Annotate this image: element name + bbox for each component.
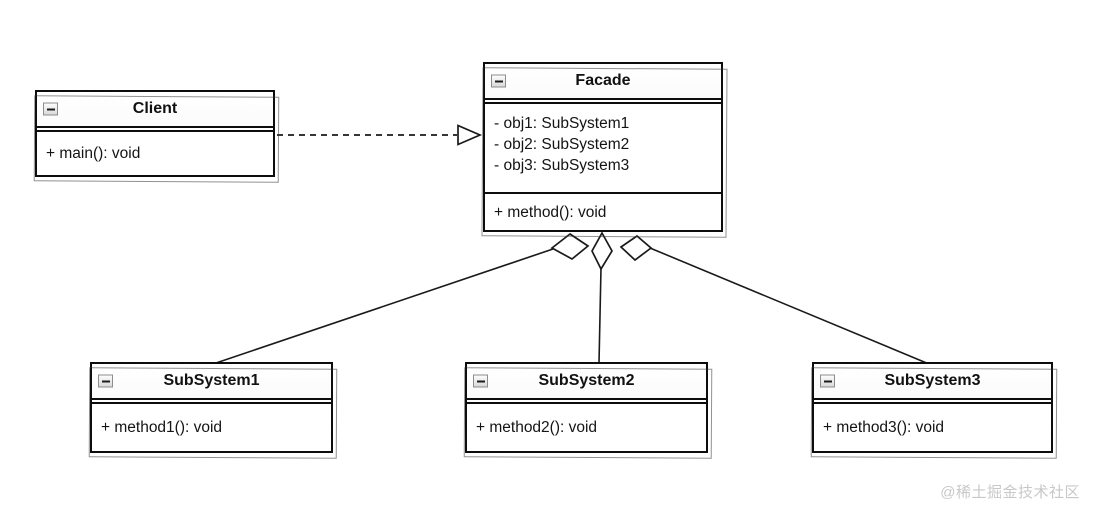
attribute-row: - obj1: SubSystem1 [494,115,630,132]
class-subsystem2-title-bar: SubSystem2 [467,364,706,400]
class-title: Client [132,100,178,117]
method-row: + method2(): void [476,419,598,436]
aggregation-link-facade-subsystem3 [619,234,930,365]
hollow-diamond-icon [591,231,613,271]
method-row: + method3(): void [823,419,945,436]
collapse-minus-icon[interactable] [43,102,58,116]
class-facade[interactable]: Facade - obj1: SubSystem1 - obj2: SubSys… [483,62,723,232]
method-row: + method1(): void [101,419,223,436]
class-client[interactable]: Client + main(): void [35,90,275,177]
aggregation-link-facade-subsystem2 [591,231,613,364]
method-row: + main(): void [46,145,141,162]
class-title: SubSystem3 [884,372,981,389]
aggregation-line [215,248,554,364]
class-subsystem2[interactable]: SubSystem2 + method2(): void [465,362,708,453]
attribute-row: - obj2: SubSystem2 [494,136,630,153]
class-subsystem3[interactable]: SubSystem3 + method3(): void [812,362,1053,453]
class-subsystem2-methods: + method2(): void [467,402,706,451]
class-client-methods: + main(): void [37,130,273,175]
watermark: @稀土掘金技术社区 [940,484,1080,501]
class-subsystem1-title-bar: SubSystem1 [92,364,331,400]
attribute-row: - obj3: SubSystem3 [494,157,630,174]
class-subsystem3-methods: + method3(): void [814,402,1051,451]
class-subsystem1-methods: + method1(): void [92,402,331,451]
class-title: SubSystem1 [163,372,260,389]
class-facade-methods: + method(): void [485,192,721,230]
hollow-diamond-icon [619,234,653,262]
method-row: + method(): void [494,203,607,221]
aggregation-line [649,247,930,365]
class-facade-title-bar: Facade [485,64,721,100]
class-subsystem3-title-bar: SubSystem3 [814,364,1051,400]
collapse-minus-icon[interactable] [473,374,488,388]
hollow-diamond-icon [550,232,590,261]
class-title: Facade [575,72,631,89]
aggregation-line [598,267,602,364]
collapse-minus-icon[interactable] [820,374,835,388]
open-triangle-arrowhead-icon [457,124,483,146]
class-title: SubSystem2 [538,372,635,389]
class-client-title-bar: Client [37,92,273,128]
dependency-arrow-client-facade [277,124,483,146]
collapse-minus-icon[interactable] [98,374,113,388]
class-subsystem1[interactable]: SubSystem1 + method1(): void [90,362,333,453]
class-facade-attributes: - obj1: SubSystem1 - obj2: SubSystem2 - … [485,102,721,190]
aggregation-link-facade-subsystem1 [215,232,590,364]
collapse-minus-icon[interactable] [491,74,506,88]
